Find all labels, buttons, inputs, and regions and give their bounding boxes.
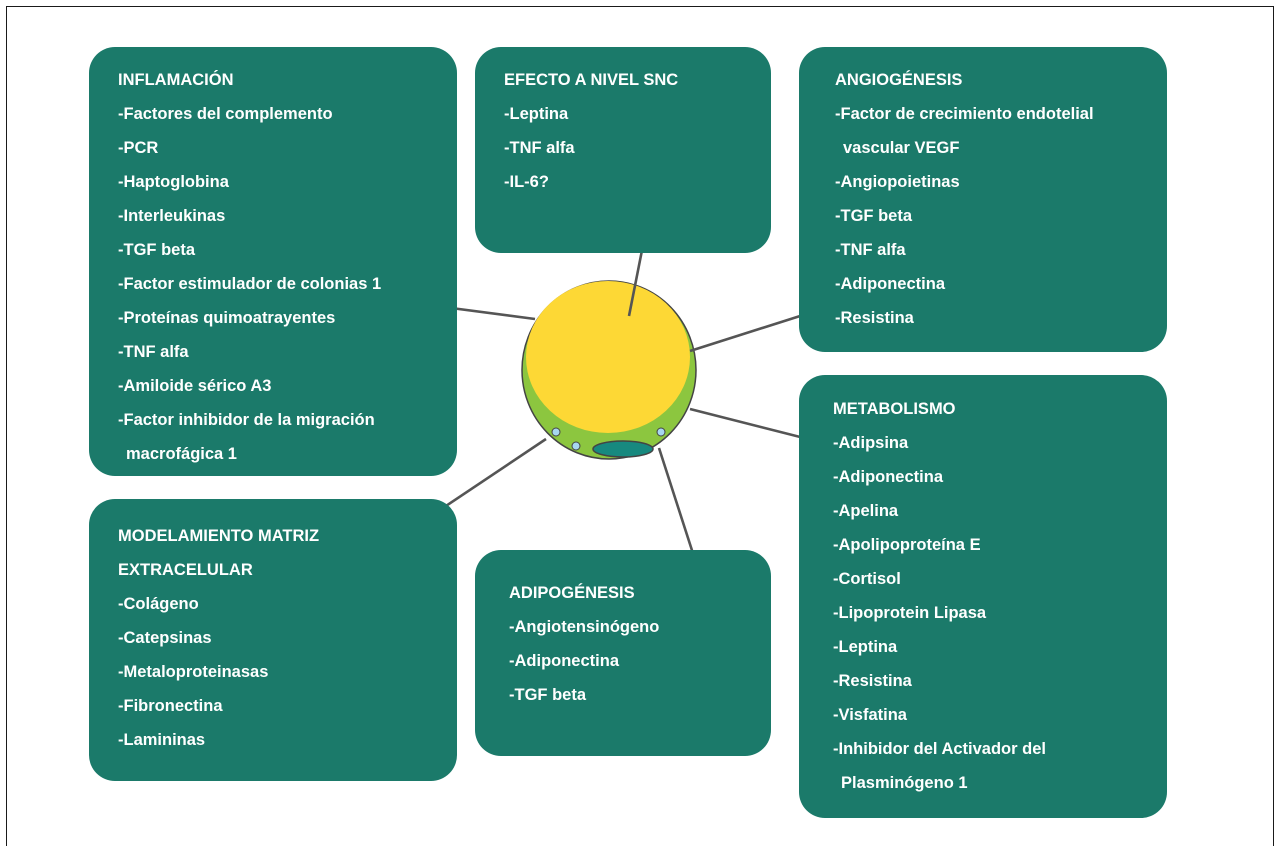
box-item: -Lamininas: [118, 731, 206, 749]
box-item: -Haptoglobina: [118, 173, 229, 191]
box-title: EXTRACELULAR: [118, 561, 253, 579]
box-item: -Angiotensinógeno: [509, 618, 660, 636]
box-title: ADIPOGÉNESIS: [509, 584, 635, 602]
organelle: [656, 427, 666, 437]
box-inflamacion: INFLAMACIÓN -Factores del complemento -P…: [89, 47, 457, 476]
box-item: -Leptina: [504, 105, 569, 123]
box-title: METABOLISMO: [833, 400, 956, 418]
box-item: -Adipsina: [833, 434, 909, 452]
box-item: -Resistina: [833, 672, 912, 690]
box-item: -Cortisol: [833, 570, 901, 588]
box-item: -Inhibidor del Activador del: [833, 740, 1046, 758]
box-title: EFECTO A NIVEL SNC: [504, 71, 679, 89]
lipid-droplet: [526, 281, 690, 433]
box-item: -Resistina: [835, 309, 914, 327]
box-item: -Factor de crecimiento endotelial: [835, 105, 1094, 123]
box-item: -TNF alfa: [118, 343, 189, 361]
organelle: [571, 441, 581, 451]
box-item: -Leptina: [833, 638, 898, 656]
box-title: ANGIOGÉNESIS: [835, 71, 963, 89]
box-title: MODELAMIENTO MATRIZ: [118, 527, 320, 545]
arrow-to-adipogenesis: [657, 447, 701, 571]
box-item: -Apelina: [833, 502, 899, 520]
box-item: -Factor inhibidor de la migración: [118, 411, 375, 429]
box-item: Plasminógeno 1: [841, 774, 968, 792]
box-angiogenesis: ANGIOGÉNESIS -Factor de crecimiento endo…: [799, 47, 1167, 352]
box-item: -Adiponectina: [835, 275, 945, 293]
box-item: -Factor estimulador de colonias 1: [118, 275, 382, 293]
diagram-frame: [6, 6, 1274, 846]
organelle: [551, 427, 561, 437]
arrow-to-angiogenesis: [689, 307, 821, 353]
box-modelamiento-matriz: MODELAMIENTO MATRIZ EXTRACELULAR -Coláge…: [89, 499, 457, 781]
box-item: -Adiponectina: [509, 652, 619, 670]
box-item: -Proteínas quimoatrayentes: [118, 309, 336, 327]
box-item: macrofágica 1: [126, 445, 237, 463]
box-item: -IL-6?: [504, 173, 549, 191]
box-item: -Adiponectina: [833, 468, 943, 486]
box-item: -TGF beta: [509, 686, 586, 704]
box-item: -Angiopoietinas: [835, 173, 960, 191]
box-item: vascular VEGF: [843, 139, 960, 157]
box-item: -Amiloide sérico A3: [118, 377, 272, 395]
box-title: INFLAMACIÓN: [118, 71, 234, 89]
box-item: -Colágeno: [118, 595, 199, 613]
box-adipogenesis: ADIPOGÉNESIS -Angiotensinógeno -Adiponec…: [475, 550, 771, 756]
adipocyte-cell: [521, 280, 697, 460]
box-item: -Catepsinas: [118, 629, 212, 647]
box-item: -Fibronectina: [118, 697, 223, 715]
box-item: -PCR: [118, 139, 159, 157]
box-item: -Interleukinas: [118, 207, 226, 225]
box-item: -Visfatina: [833, 706, 907, 724]
box-item: -TNF alfa: [504, 139, 575, 157]
box-item: -Factores del complemento: [118, 105, 333, 123]
box-item: -Apolipoproteína E: [833, 536, 981, 554]
box-item: -TNF alfa: [835, 241, 906, 259]
arrow-to-metabolismo: [689, 407, 814, 444]
box-metabolismo: METABOLISMO -Adipsina -Adiponectina -Ape…: [799, 375, 1167, 818]
box-item: -Metaloproteinasas: [118, 663, 269, 681]
cell-nucleus: [592, 440, 654, 458]
box-item: -Lipoprotein Lipasa: [833, 604, 987, 622]
box-efecto-snc: EFECTO A NIVEL SNC -Leptina -TNF alfa -I…: [475, 47, 771, 253]
box-item: -TGF beta: [118, 241, 195, 259]
box-item: -TGF beta: [835, 207, 912, 225]
